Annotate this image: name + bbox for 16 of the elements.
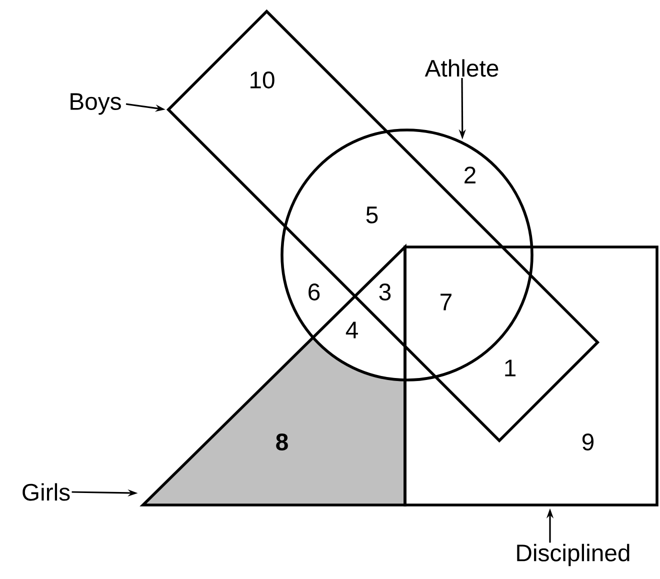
label-text: Boys — [70, 93, 121, 115]
region-number: 6 — [308, 284, 320, 300]
square — [404, 246, 658, 506]
region-number: 8 — [276, 434, 288, 450]
region-number: 2 — [464, 166, 476, 184]
region-number: 9 — [582, 434, 594, 450]
region-number: 10 — [250, 72, 274, 88]
label-text: Disciplined — [517, 544, 630, 566]
region-number: 3 — [379, 284, 391, 300]
region-number: 4 — [346, 322, 358, 338]
circle — [280, 128, 534, 382]
region-number: 7 — [440, 294, 452, 310]
region-number: 5 — [366, 206, 378, 224]
region-number: 1 — [505, 360, 516, 376]
label-text: Athlete — [424, 59, 498, 77]
label-text: Girls — [22, 483, 70, 501]
